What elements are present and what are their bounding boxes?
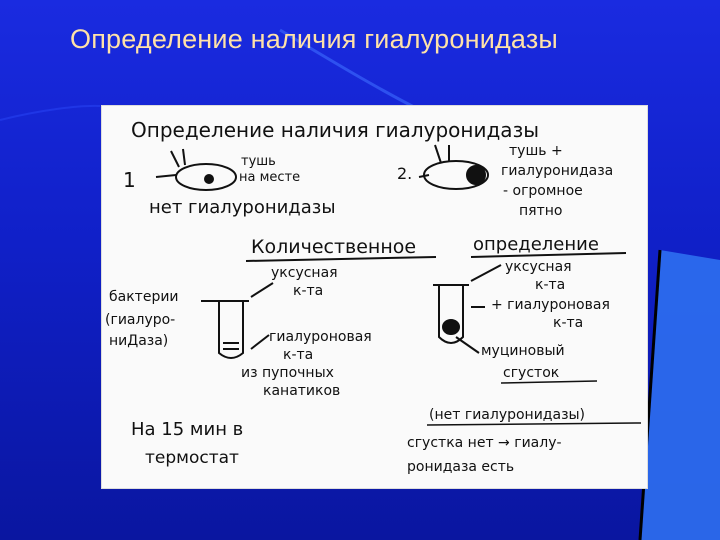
quant-heading-left: Количественное <box>251 236 416 258</box>
exp2-line1: тушь + <box>509 143 563 159</box>
right-hyal-line1: + гиалуроновая <box>491 297 610 313</box>
exp2-line4: пятно <box>519 203 562 219</box>
result-line2: сгустка нет → гиалу- <box>407 435 562 451</box>
exp2-line2: гиалуронидаза <box>501 163 613 179</box>
exp2-line3: - огромное <box>503 183 583 199</box>
exp1-caption-top: тушь <box>241 154 276 169</box>
rabbit-icon-spot <box>418 144 489 190</box>
exp1-result: нет гиалуронидазы <box>149 197 336 218</box>
exp1-number: 1 <box>123 168 136 192</box>
handwritten-notes: Определение наличия гиалуронидазы 1 тушь… <box>105 118 642 475</box>
left-acid-line1: уксусная <box>271 265 338 281</box>
slide-title: Определение наличия гиалуронидазы <box>70 24 559 54</box>
time-line2: термостат <box>145 448 239 468</box>
left-bact-line3: ниДаза) <box>109 333 168 349</box>
result-line3: ронидаза есть <box>407 459 514 475</box>
test-tube-left <box>201 282 274 359</box>
exp2-number: 2. <box>397 164 412 183</box>
handwritten-notes-photo: Определение наличия гиалуронидазы 1 тушь… <box>101 105 648 489</box>
mucin-line1: муциновый <box>481 343 565 359</box>
left-bact-line1: бактерии <box>109 289 179 305</box>
left-bact-line2: (гиалуро- <box>105 312 175 328</box>
test-tube-right <box>433 264 502 354</box>
result-line1: (нет гиалуронидазы) <box>429 407 585 423</box>
left-hyal-line3: из пупочных <box>241 365 334 381</box>
right-acid-line2: к-та <box>535 277 565 293</box>
left-acid-line2: к-та <box>293 283 323 299</box>
left-hyal-line2: к-та <box>283 347 313 363</box>
time-line1: На 15 мин в <box>131 419 243 440</box>
rabbit-icon <box>155 148 237 191</box>
right-acid-line1: уксусная <box>505 259 572 275</box>
notes-heading: Определение наличия гиалуронидазы <box>131 118 539 142</box>
quant-heading-right: определение <box>473 234 599 255</box>
left-hyal-line4: канатиков <box>263 383 340 399</box>
right-hyal-line2: к-та <box>553 315 583 331</box>
left-hyal-line1: гиалуроновая <box>269 329 372 345</box>
exp1-caption-bottom: на месте <box>239 170 300 185</box>
mucin-line2: сгусток <box>503 365 559 381</box>
